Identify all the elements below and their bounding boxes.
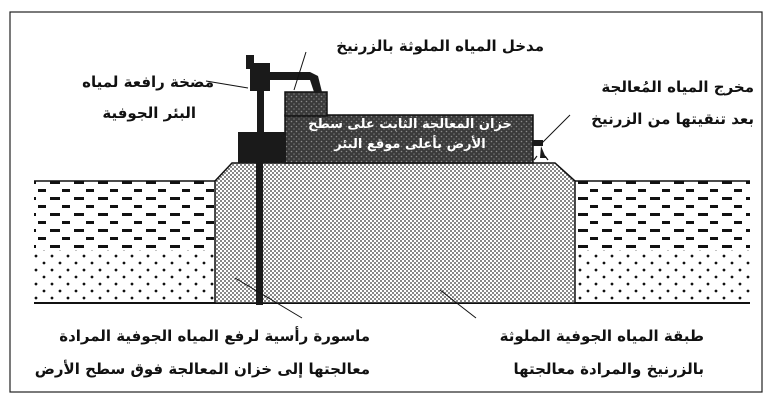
tank-label-line1: خزان المعالجة الثابت على سطح [308,117,512,132]
aquifer-label-line1: طبقة المياه الجوفية الملوثة [499,327,704,345]
diagram-frame [9,11,763,393]
pipe-label-line1: ماسورة رأسية لرفع المياه الجوفية المرادة [59,327,370,345]
riser-pipe [256,163,263,305]
pump-label-line1: مضخة رافعة لمياه [82,73,214,91]
outlet-label-line2: بعد تنقيتها من الزرنيخ [591,110,754,128]
ground-strata [34,180,750,304]
tank-label-line2: الأرض بأعلى موقع البئر [334,137,486,152]
pipe-label-line2: معالجتها إلى خزان المعالجة فوق سطح الأرض [34,360,370,378]
leader-lines [205,51,571,319]
inlet-label: مدخل المياه الملوثة بالزرنيخ [336,37,544,55]
outlet-faucet [533,140,549,161]
contaminated-aquifer [214,162,576,304]
outlet-label-line1: مخرج المياه المُعالجة [601,78,754,96]
aquifer-label-line2: بالزرنيخ والمرادة معالجتها [513,360,704,378]
pump-label-line2: البئر الجوفية [102,104,196,122]
pump [238,55,322,163]
treatment-tank [284,91,534,164]
